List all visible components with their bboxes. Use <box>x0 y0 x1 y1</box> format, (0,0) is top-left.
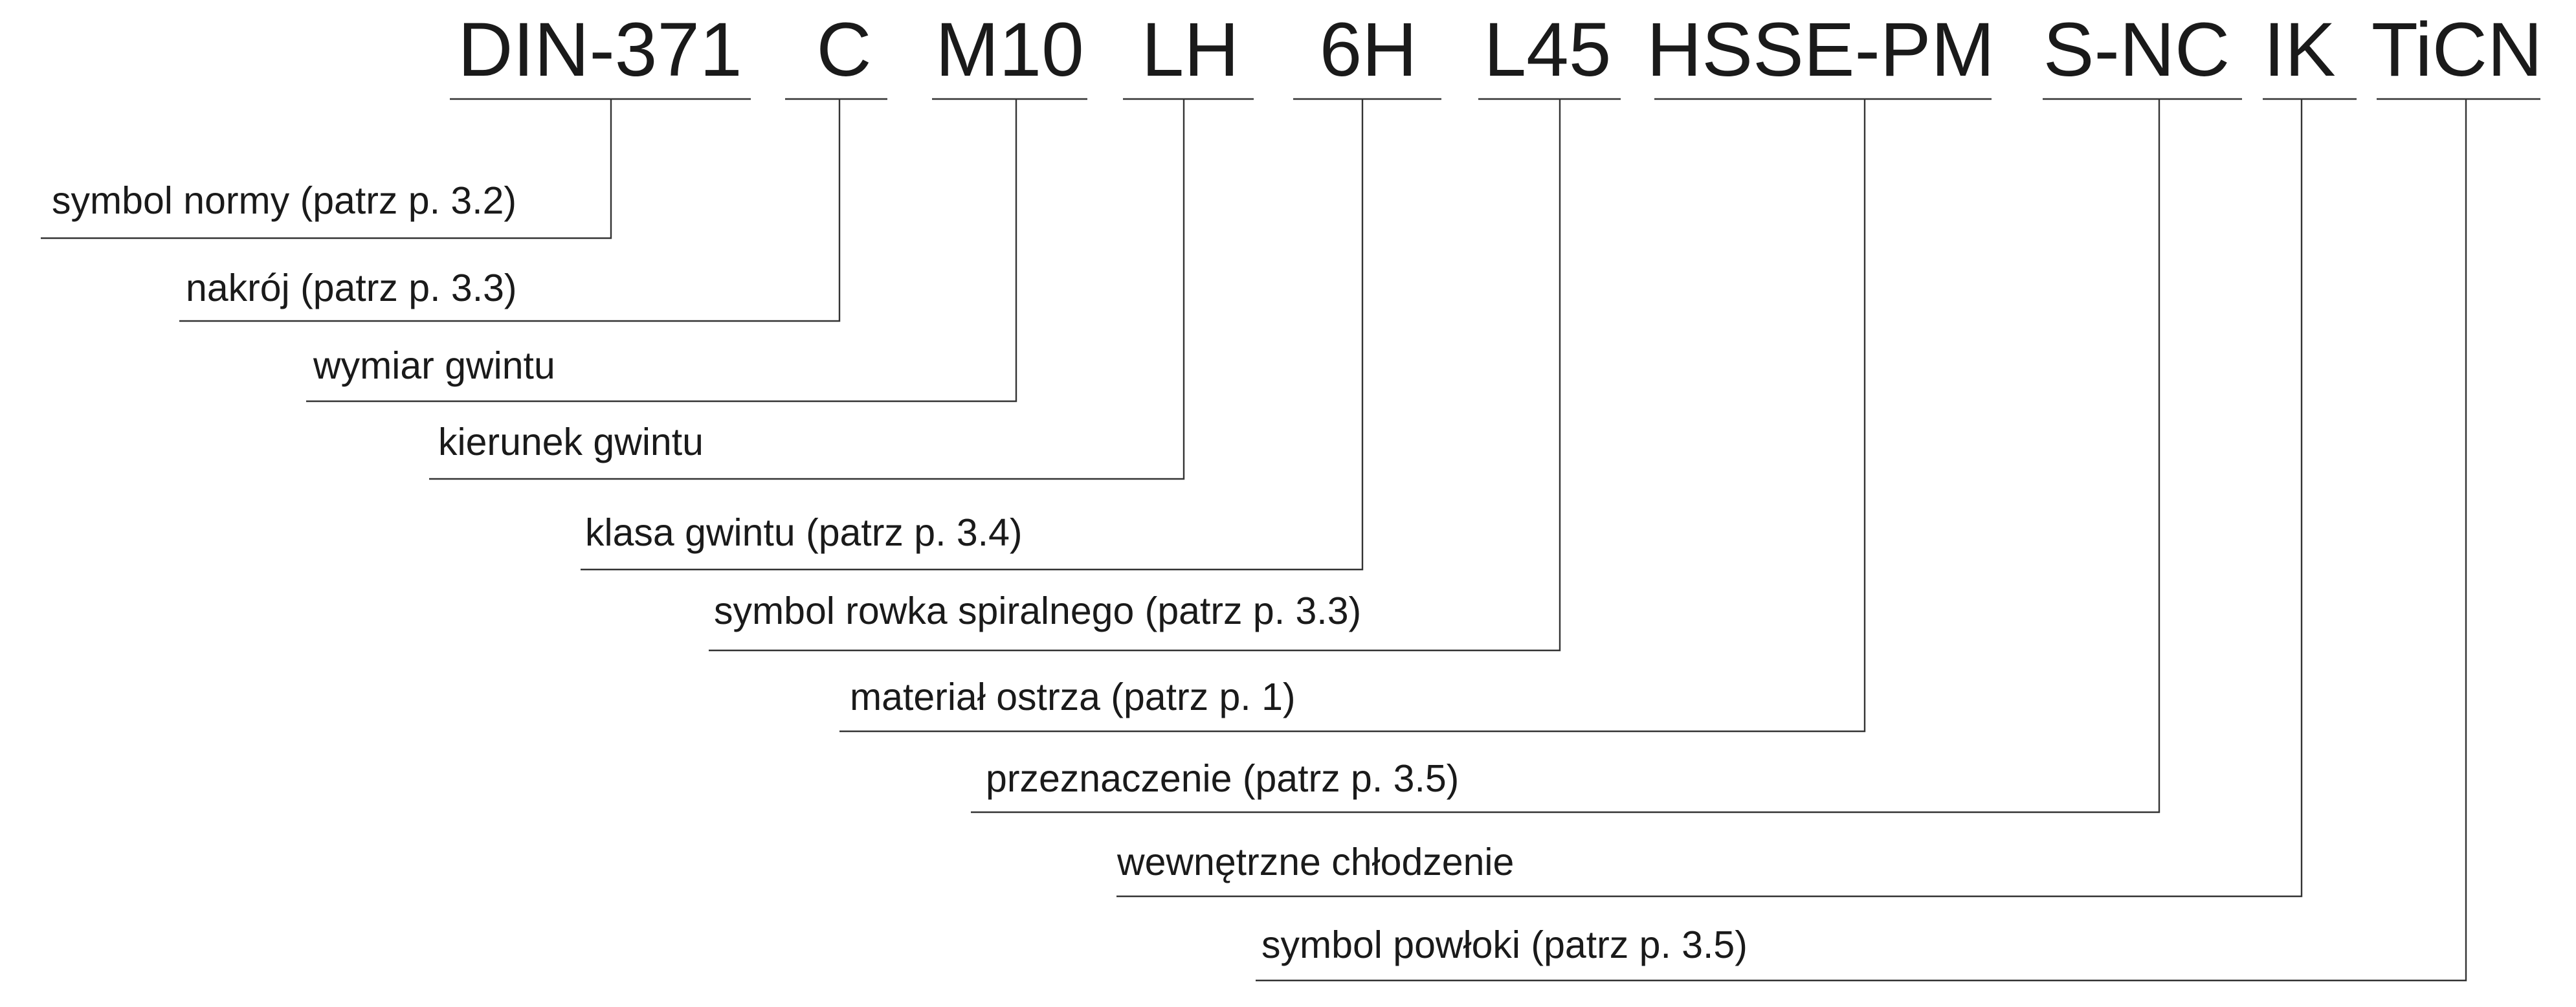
leader-lines <box>41 99 2467 982</box>
desc-ticn: symbol powłoki (patrz p. 3.5) <box>1261 924 1748 966</box>
desc-c: nakrój (patrz p. 3.3) <box>186 267 517 309</box>
desc-lh: kierunek gwintu <box>438 421 704 463</box>
code-6h: 6H <box>1320 7 1417 93</box>
desc-hsse-pm: materiał ostrza (patrz p. 1) <box>850 676 1296 718</box>
code-lh: LH <box>1142 7 1239 93</box>
leader-lh <box>429 99 1185 480</box>
leader-6h <box>581 99 1364 571</box>
code-s-nc: S-NC <box>2043 7 2230 93</box>
code-m10: M10 <box>935 7 1084 93</box>
desc-din-371: symbol normy (patrz p. 3.2) <box>52 179 516 222</box>
leader-c <box>179 99 841 322</box>
leader-ticn <box>1256 99 2467 982</box>
desc-l45: symbol rowka spiralnego (patrz p. 3.3) <box>714 590 1361 632</box>
desc-ik: wewnętrzne chłodzenie <box>1116 841 1514 883</box>
code-ticn: TiCN <box>2371 7 2542 93</box>
code-l45: L45 <box>1484 7 1612 93</box>
desc-m10: wymiar gwintu <box>313 344 555 387</box>
leader-s-nc <box>971 99 2160 813</box>
code-hsse-pm: HSSE-PM <box>1647 7 1995 93</box>
leader-din-371 <box>41 99 612 239</box>
description-labels: symbol normy (patrz p. 3.2) nakrój (patr… <box>52 179 1748 966</box>
code-c: C <box>816 7 871 93</box>
leader-m10 <box>306 99 1017 403</box>
designation-code-row: DIN-371 C M10 LH 6H L45 HSSE-PM S-NC IK … <box>450 7 2542 100</box>
desc-s-nc: przeznaczenie (patrz p. 3.5) <box>986 757 1459 800</box>
leader-hsse-pm <box>839 99 1866 733</box>
code-ik: IK <box>2263 7 2336 93</box>
leader-l45 <box>709 99 1561 652</box>
leader-ik <box>1116 99 2303 898</box>
code-din-371: DIN-371 <box>458 7 742 93</box>
desc-6h: klasa gwintu (patrz p. 3.4) <box>585 511 1023 554</box>
